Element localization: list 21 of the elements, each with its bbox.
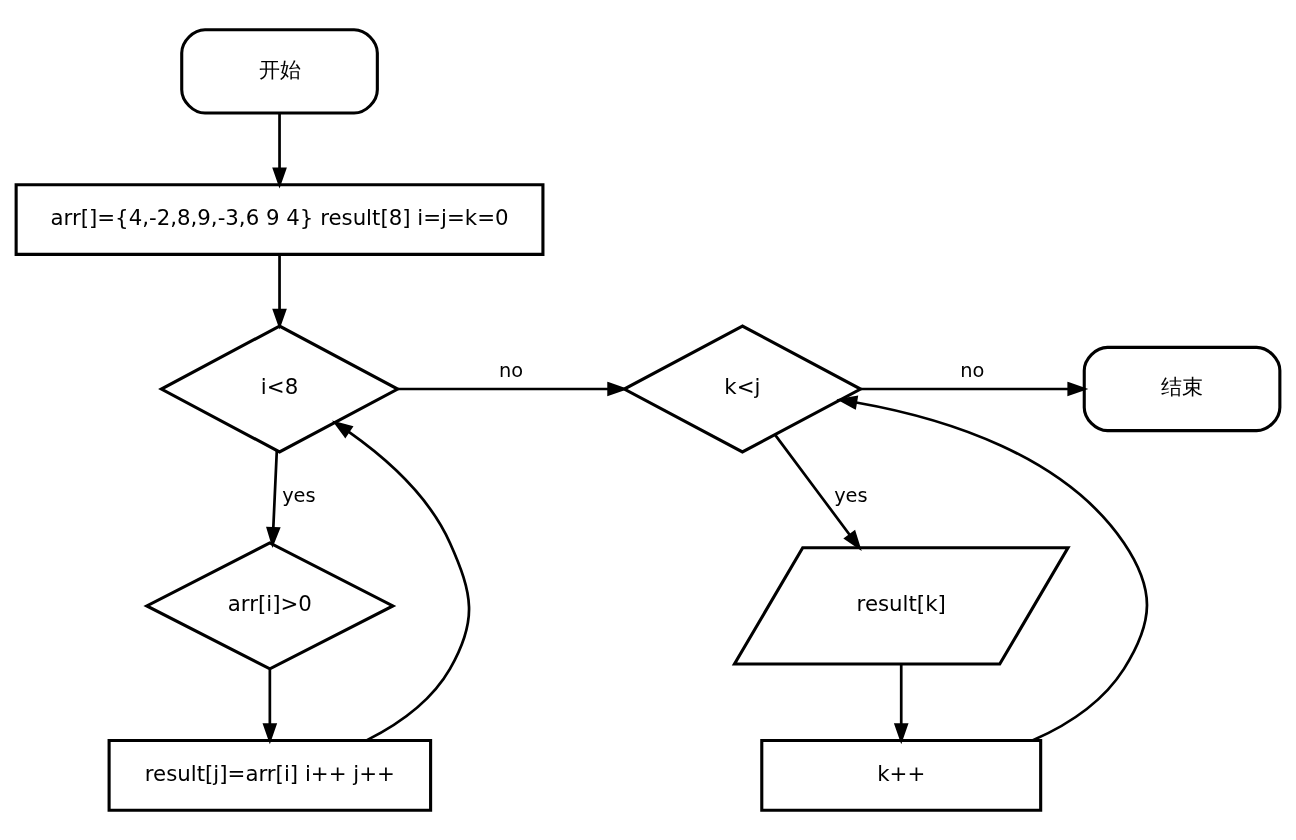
node-box: arr[]={4,-2,8,9,-3,6 9 4} result[8] i=j=k=0	[14, 183, 545, 256]
arrow	[893, 664, 909, 745]
edge-label: yes	[282, 484, 316, 508]
arrow	[860, 381, 1089, 397]
node-box: k++	[760, 739, 1043, 812]
node-diamond: arr[i]>0	[143, 541, 397, 671]
arrow	[262, 669, 278, 745]
arrow	[398, 381, 629, 397]
arrow	[272, 255, 287, 330]
edge-label: no	[960, 359, 985, 383]
node-diamond: i<8	[158, 324, 401, 454]
arrow	[272, 113, 287, 189]
edge-label: yes	[834, 484, 868, 508]
node-box: 结束	[1082, 345, 1282, 433]
edge-label: no	[498, 359, 524, 383]
arrow	[836, 395, 1149, 742]
node-box: 开始	[180, 28, 379, 115]
arrow	[266, 450, 281, 548]
arrow	[332, 420, 471, 742]
arrow	[774, 434, 862, 551]
node-box: result[j]=arr[i] i++ j++	[107, 739, 433, 812]
